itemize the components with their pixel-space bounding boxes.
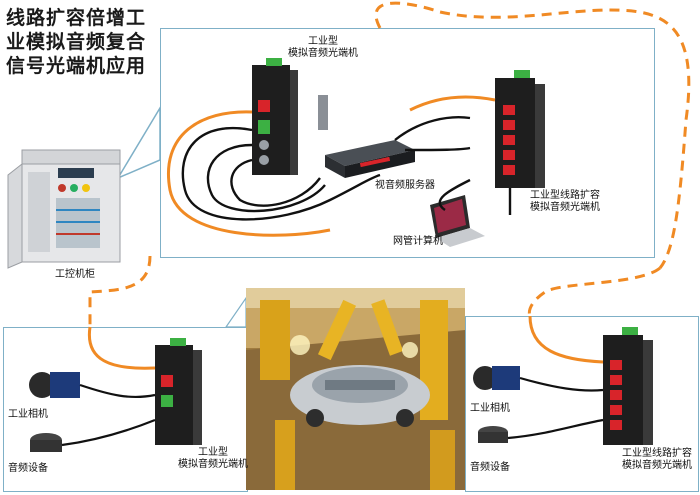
fiber-top-loop xyxy=(374,1,691,269)
top-right-terminal-label: 工业型线路扩容 模拟音频光端机 xyxy=(530,190,600,214)
fiber-top-left-solid xyxy=(167,110,331,237)
title-line-3: 信号光端机应用 xyxy=(6,55,147,77)
cabinet-label: 工控机柜 xyxy=(55,269,95,280)
title-line-2: 业模拟音频复合 xyxy=(6,31,147,53)
audio-right-label: 音频设备 xyxy=(470,462,510,473)
server-label: 视音频服务器 xyxy=(375,180,435,191)
bottom-left-panel xyxy=(3,327,248,492)
nms-pc-label: 网管计算机 xyxy=(393,236,443,247)
bottom-left-terminal xyxy=(155,338,202,445)
br-terminal-label-line1: 工业型线路扩容 xyxy=(622,448,692,459)
bl-terminal-label-line1: 工业型 xyxy=(198,447,228,458)
bottom-right-panel xyxy=(465,316,699,492)
audio-left-label: 音频设备 xyxy=(8,463,48,474)
fiber-bottom-right-solid xyxy=(528,315,604,364)
audio-right-device xyxy=(478,426,508,443)
callout-top xyxy=(116,105,161,180)
top-right-label-line1: 工业型线路扩容 xyxy=(530,190,600,201)
top-terminal-label: 工业型 模拟音频光端机 xyxy=(288,36,358,60)
top-terminal-label-line1: 工业型 xyxy=(308,36,338,47)
title-line-1: 线路扩容倍增工 xyxy=(6,7,147,29)
bl-terminal-label-line2: 模拟音频光端机 xyxy=(178,459,248,470)
fiber-top-right-solid xyxy=(409,95,496,112)
fiber-bottom-left-solid xyxy=(87,326,156,370)
camera-right-label: 工业相机 xyxy=(470,403,510,414)
camera-left-label: 工业相机 xyxy=(8,409,48,420)
br-terminal-label-line2: 模拟音频光端机 xyxy=(622,460,692,471)
fiber-left-route xyxy=(88,255,152,327)
top-terminal-label-line2: 模拟音频光端机 xyxy=(288,48,358,59)
media-server xyxy=(325,140,415,178)
bottom-left-terminal-label: 工业型 模拟音频光端机 xyxy=(178,447,248,471)
camera-right-device xyxy=(473,366,520,390)
control-cabinet xyxy=(7,149,121,269)
bottom-right-terminal xyxy=(603,327,653,445)
top-right-expansion-terminal xyxy=(495,70,545,188)
bottom-right-terminal-label: 工业型线路扩容 模拟音频光端机 xyxy=(622,448,692,472)
factory-photo xyxy=(246,288,465,490)
camera-left-device xyxy=(29,372,80,398)
callout-bottom-left xyxy=(224,296,247,328)
audio-left-device xyxy=(30,433,62,452)
fiber-right-route xyxy=(527,266,661,317)
top-optical-terminal xyxy=(252,58,328,175)
top-right-label-line2: 模拟音频光端机 xyxy=(530,202,600,213)
diagram-title: 线路扩容倍增工 业模拟音频复合 信号光端机应用 xyxy=(6,6,166,78)
